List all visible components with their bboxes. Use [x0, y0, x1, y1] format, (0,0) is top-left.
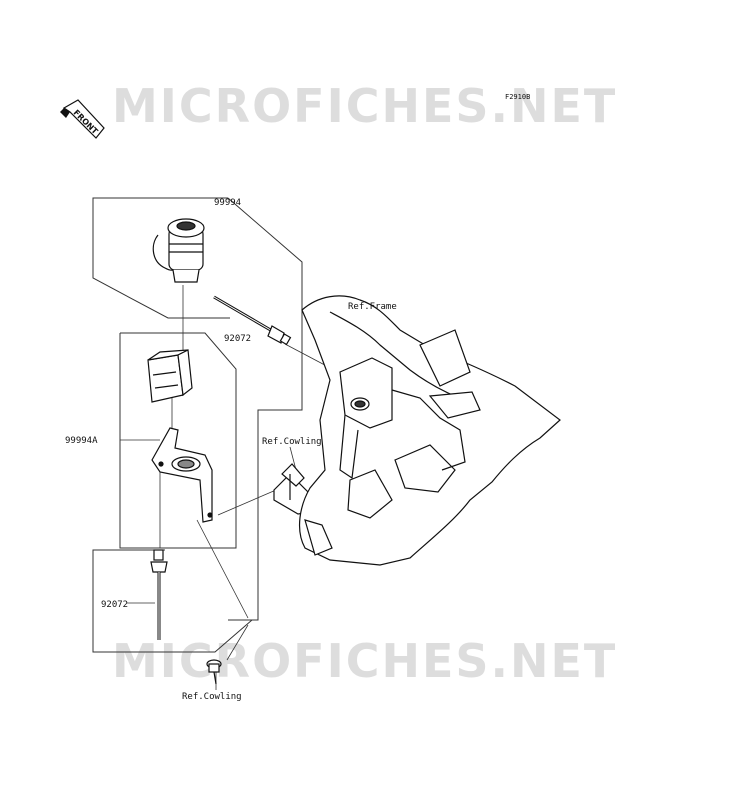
part-number-99994: 99994	[214, 198, 241, 208]
kit-99994-outline	[92, 197, 303, 621]
bolt-92072-upper-icon	[213, 295, 292, 346]
relay-box-icon	[147, 349, 193, 403]
watermark-top: MICROFICHES.NET	[112, 79, 617, 133]
ref-cowling-bottom-label: Ref.Cowling	[182, 692, 242, 702]
figure-code: F2910B	[505, 93, 530, 101]
watermark-bottom: MICROFICHES.NET	[112, 634, 617, 688]
ref-cowling-mid-label: Ref.Cowling	[262, 437, 322, 447]
frame-assembly-icon	[299, 295, 561, 566]
power-socket-icon	[152, 218, 205, 283]
part-number-92072-upper: 92072	[224, 334, 251, 344]
part-number-99994A: 99994A	[65, 436, 98, 446]
bolt-lower-outline	[92, 549, 253, 653]
kit-99994A-outline	[119, 332, 237, 549]
part-number-92072-lower: 92072	[101, 600, 128, 610]
screw-icon	[206, 659, 222, 685]
ref-frame-label: Ref.Frame	[348, 302, 397, 312]
mounting-plate-icon	[151, 427, 213, 523]
bolt-92072-lower-icon	[150, 549, 168, 640]
front-arrow-icon: FRONT	[60, 99, 105, 139]
